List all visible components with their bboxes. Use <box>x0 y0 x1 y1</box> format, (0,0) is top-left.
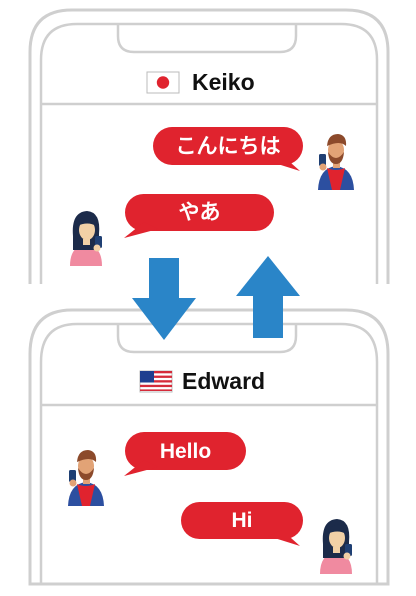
top-phone-notch <box>116 24 298 54</box>
bottom-phone-outline <box>28 308 390 586</box>
japan-flag-icon <box>146 71 180 94</box>
man-avatar <box>318 134 354 190</box>
bottom-phone-inner-outline <box>39 322 379 584</box>
woman-avatar <box>70 211 102 266</box>
bottom-contact-name: Edward <box>182 368 266 394</box>
message-bubble-outgoing <box>153 127 303 171</box>
message-text: こんにちは <box>175 135 281 158</box>
usa-flag-icon <box>139 370 173 393</box>
top-phone <box>28 8 390 284</box>
message-bubble-incoming <box>124 194 274 238</box>
arrow-up-icon <box>236 256 300 338</box>
message-text: Hello <box>159 440 212 463</box>
message-bubble-incoming <box>124 432 246 476</box>
message-text: やあ <box>178 201 221 224</box>
man-avatar <box>68 450 104 506</box>
top-phone-inner-outline <box>39 22 379 284</box>
message-bubble-outgoing <box>181 502 303 546</box>
message-text: Hi <box>231 509 253 532</box>
arrow-down-icon <box>132 258 196 340</box>
bottom-phone <box>28 308 390 586</box>
top-contact-name: Keiko <box>192 69 255 95</box>
top-phone-outline <box>28 8 390 284</box>
woman-avatar <box>320 519 352 574</box>
bottom-phone-notch <box>116 324 298 354</box>
